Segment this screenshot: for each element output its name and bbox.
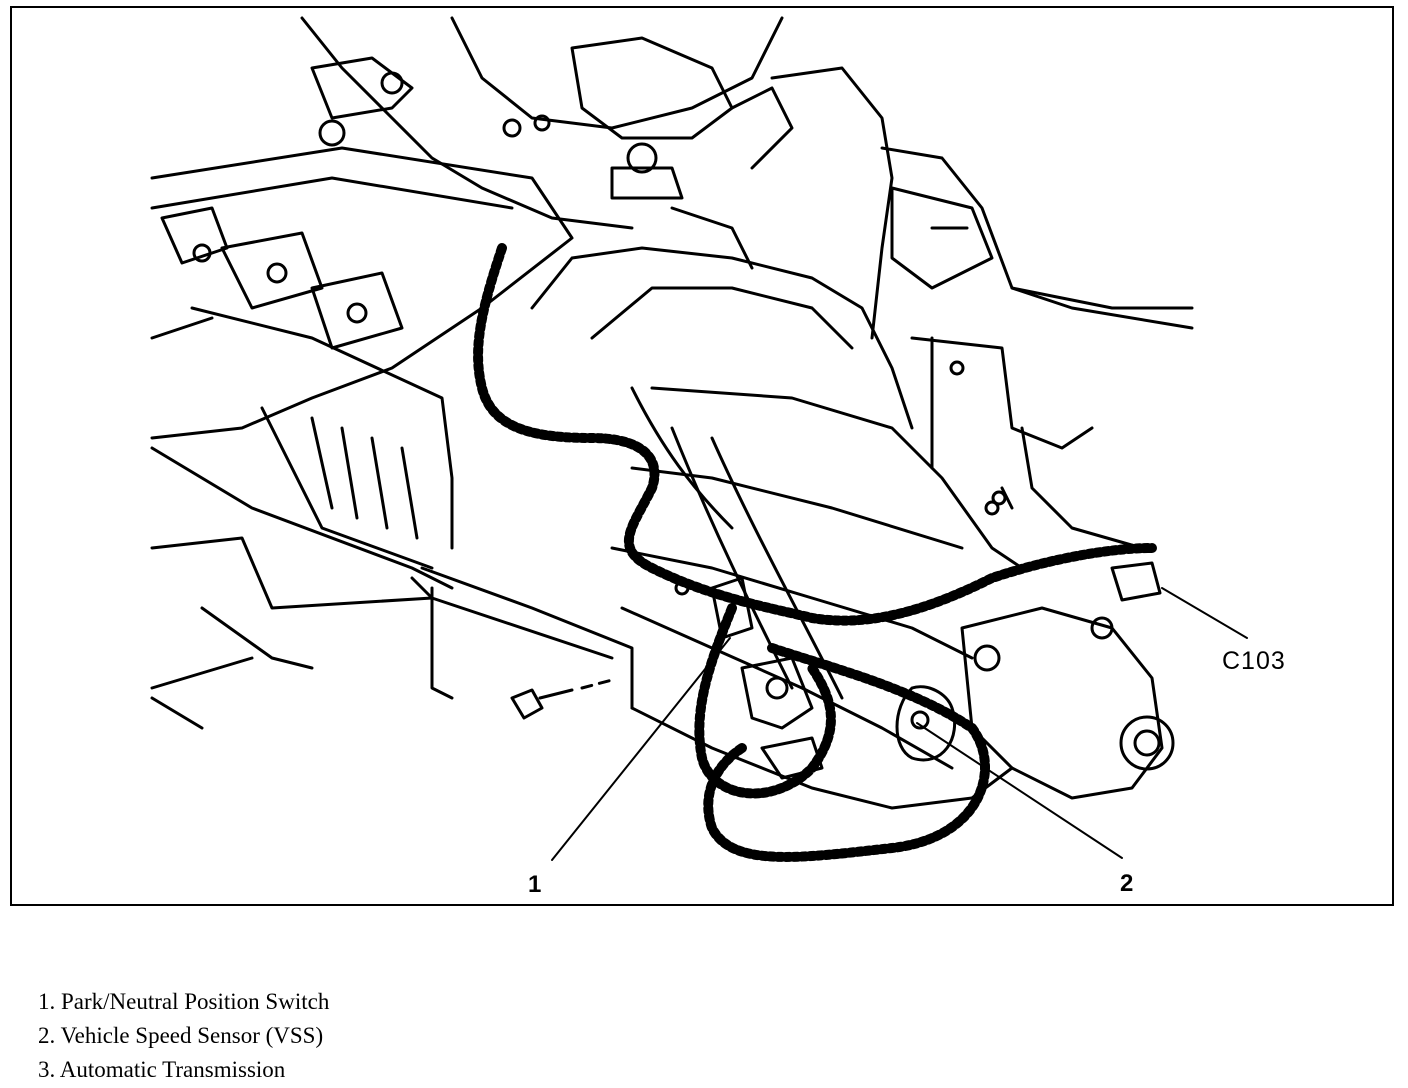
callout-c103-label: C103 (1222, 647, 1286, 675)
switch-bolt (510, 678, 614, 720)
callout-2-label: 2 (1120, 870, 1135, 897)
callout-leader-lines (551, 587, 1248, 861)
connector-c103 (1110, 561, 1162, 602)
chassis-frame (770, 66, 1194, 550)
callout-1-label: 1 (528, 871, 543, 898)
legend-list: 1. Park/Neutral Position Switch 2. Vehic… (38, 985, 329, 1087)
engine-transmission-illustration (150, 16, 1248, 862)
extension-housing (895, 606, 1175, 800)
legend-item: 2. Vehicle Speed Sensor (VSS) (38, 1023, 324, 1048)
park-neutral-position-switch (710, 576, 824, 780)
legend-item: 3. Automatic Transmission (38, 1057, 286, 1082)
legend-item: 1. Park/Neutral Position Switch (38, 989, 330, 1014)
distributor-and-intake (300, 16, 794, 270)
engine-block (150, 146, 574, 730)
diagram-frame: C103 1 2 (10, 6, 1394, 906)
wiring-harness-outline (477, 247, 1153, 858)
wiring-harness (473, 243, 1157, 862)
automatic-transmission (410, 246, 1024, 810)
